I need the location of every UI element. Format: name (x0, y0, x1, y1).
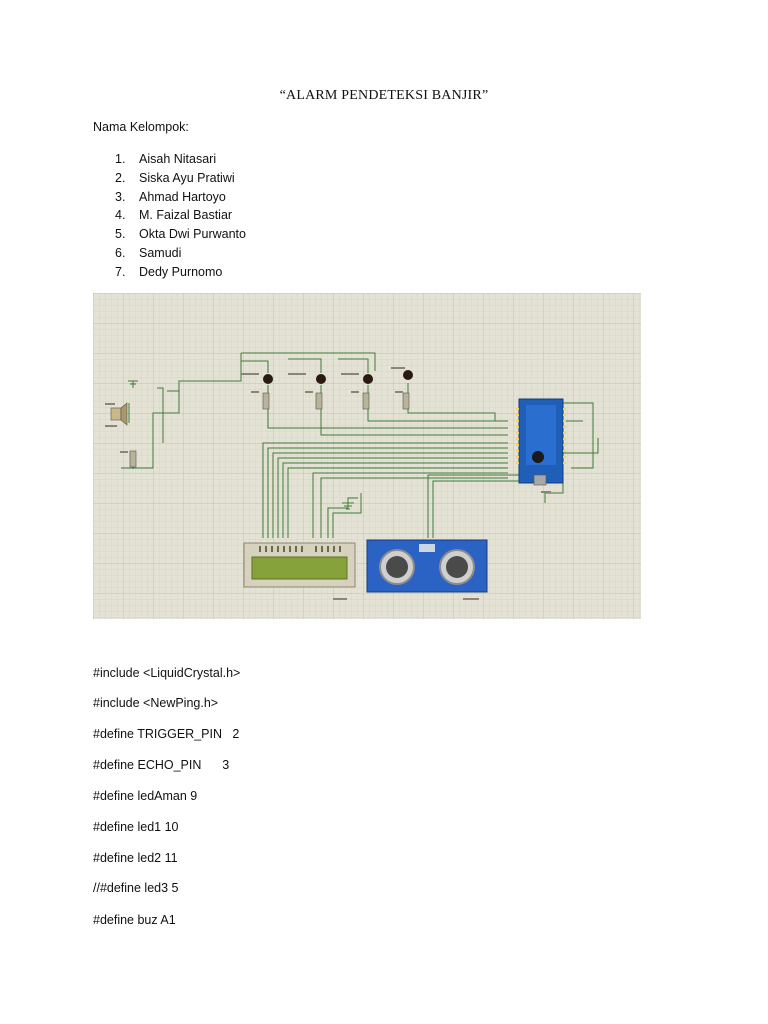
code-line: #include <NewPing.h> (93, 696, 219, 710)
resistor-icon (129, 392, 410, 468)
code-line: #define TRIGGER_PIN 2 (93, 727, 240, 741)
ultrasonic-sensor-icon (366, 539, 488, 593)
code-line: #define ECHO_PIN 3 (93, 758, 230, 772)
text-labels (105, 367, 551, 600)
code-line: #define ledAman 9 (93, 789, 198, 803)
code-line: #define led1 10 (93, 820, 179, 834)
group-label: Nama Kelompok: (93, 120, 189, 134)
lcd-display-icon (243, 542, 356, 588)
circuit-schematic (93, 293, 641, 619)
document-title: “ALARM PENDETEKSI BANJIR” (279, 88, 489, 103)
code-line: #include <LiquidCrystal.h> (93, 666, 241, 680)
code-line: #define buz A1 (93, 913, 176, 927)
led-icon (263, 370, 413, 384)
code-line: #define led2 11 (93, 851, 178, 865)
code-line: //#define led3 5 (93, 881, 179, 895)
buzzer-icon (110, 402, 128, 426)
arduino-nano-icon (516, 398, 566, 486)
